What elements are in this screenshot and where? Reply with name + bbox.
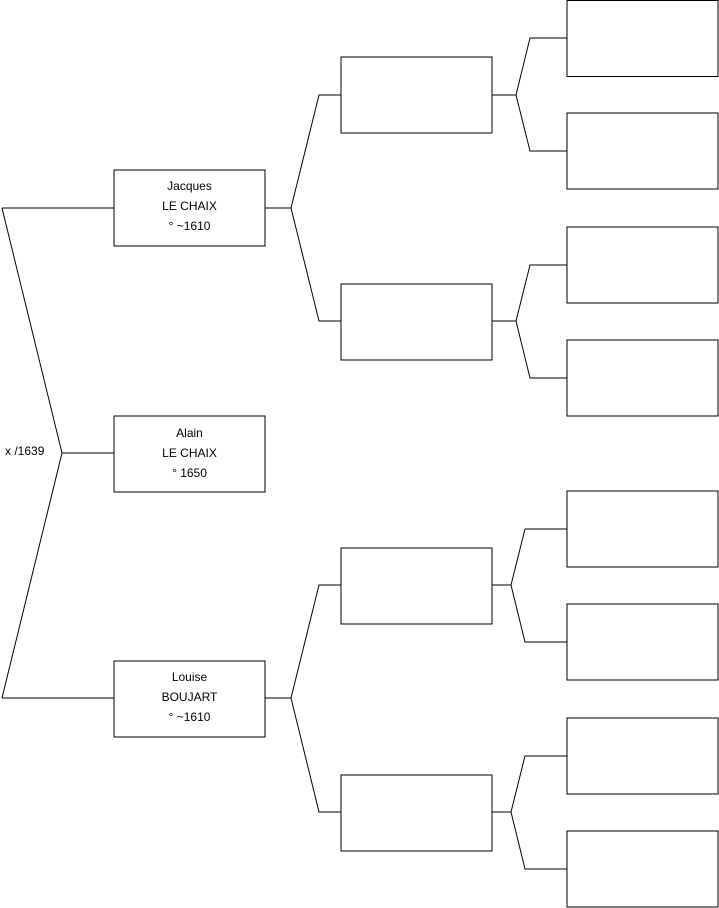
person-box-maternal-grandmother[interactable] <box>340 774 493 852</box>
subject-first-name: Alain <box>176 426 203 440</box>
mother-first-name: Louise <box>172 670 208 684</box>
mother-birth: ° ~1610 <box>169 710 211 724</box>
person-box-ancestor-2[interactable] <box>566 112 719 190</box>
father-first-name: Jacques <box>167 179 212 193</box>
father-surname: LE CHAIX <box>162 199 217 213</box>
marriage-label: x /1639 <box>5 444 45 458</box>
connector-lines <box>1 37 567 870</box>
subject-surname: LE CHAIX <box>162 446 217 460</box>
person-box-father[interactable]: Jacques LE CHAIX ° ~1610 <box>113 169 266 247</box>
subject-birth: ° 1650 <box>172 466 207 480</box>
person-box-ancestor-8[interactable] <box>566 830 719 908</box>
person-box-ancestor-6[interactable] <box>566 603 719 681</box>
person-box-paternal-grandmother[interactable] <box>340 283 493 361</box>
person-box-ancestor-1[interactable] <box>566 0 719 77</box>
person-box-subject[interactable]: Alain LE CHAIX ° 1650 <box>113 415 266 493</box>
person-box-ancestor-5[interactable] <box>566 490 719 568</box>
person-box-ancestor-3[interactable] <box>566 226 719 304</box>
person-box-ancestor-4[interactable] <box>566 339 719 417</box>
person-box-ancestor-7[interactable] <box>566 717 719 795</box>
person-box-paternal-grandfather[interactable] <box>340 56 493 134</box>
mother-surname: BOUJART <box>162 690 218 704</box>
father-birth: ° ~1610 <box>169 219 211 233</box>
person-box-maternal-grandfather[interactable] <box>340 547 493 625</box>
person-box-mother[interactable]: Louise BOUJART ° ~1610 <box>113 660 266 738</box>
